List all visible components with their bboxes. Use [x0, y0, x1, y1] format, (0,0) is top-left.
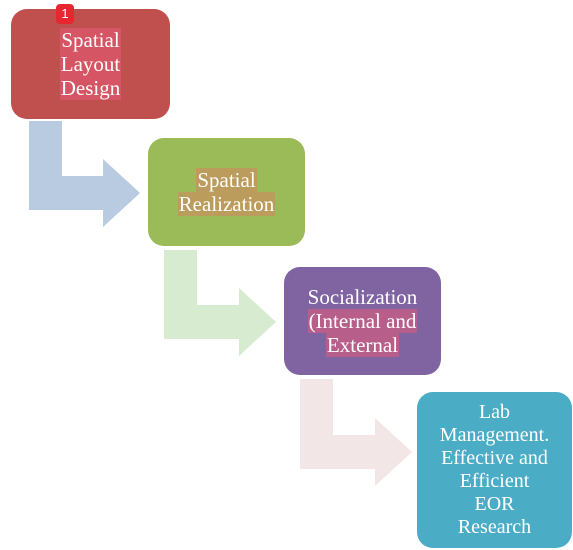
step-4-line-4: Efficient: [459, 470, 530, 492]
step-spatial-layout-design: Spatial Layout Design: [11, 9, 170, 119]
step-spatial-realization: Spatial Realization: [148, 138, 305, 246]
step-3-line-2: (Internal and: [307, 309, 418, 333]
connector-arrow-3: [300, 379, 412, 486]
step-2-line-1: Spatial: [196, 168, 257, 192]
step-1-line-3: Design: [59, 76, 122, 100]
step-2-line-2: Realization: [177, 192, 276, 216]
connector-arrow-2: [164, 250, 276, 356]
step-1-line-2: Layout: [59, 52, 122, 76]
step-4-line-6: Research: [457, 516, 532, 538]
step-1-line-1: Spatial: [60, 28, 121, 52]
step-3-line-1: Socialization: [307, 285, 418, 309]
step-4-line-2: Management.: [439, 424, 550, 446]
step-4-line-5: EOR: [474, 493, 515, 515]
step-4-line-3: Effective and: [441, 447, 548, 469]
step-3-line-3: External: [325, 333, 400, 357]
step-lab-management: Lab Management. Effective and Efficient …: [417, 392, 572, 548]
step-socialization: Socialization (Internal and External: [284, 267, 441, 375]
annotation-badge: 1: [56, 4, 74, 24]
step-4-line-1: Lab: [478, 401, 511, 423]
connector-arrow-1: [29, 121, 140, 227]
